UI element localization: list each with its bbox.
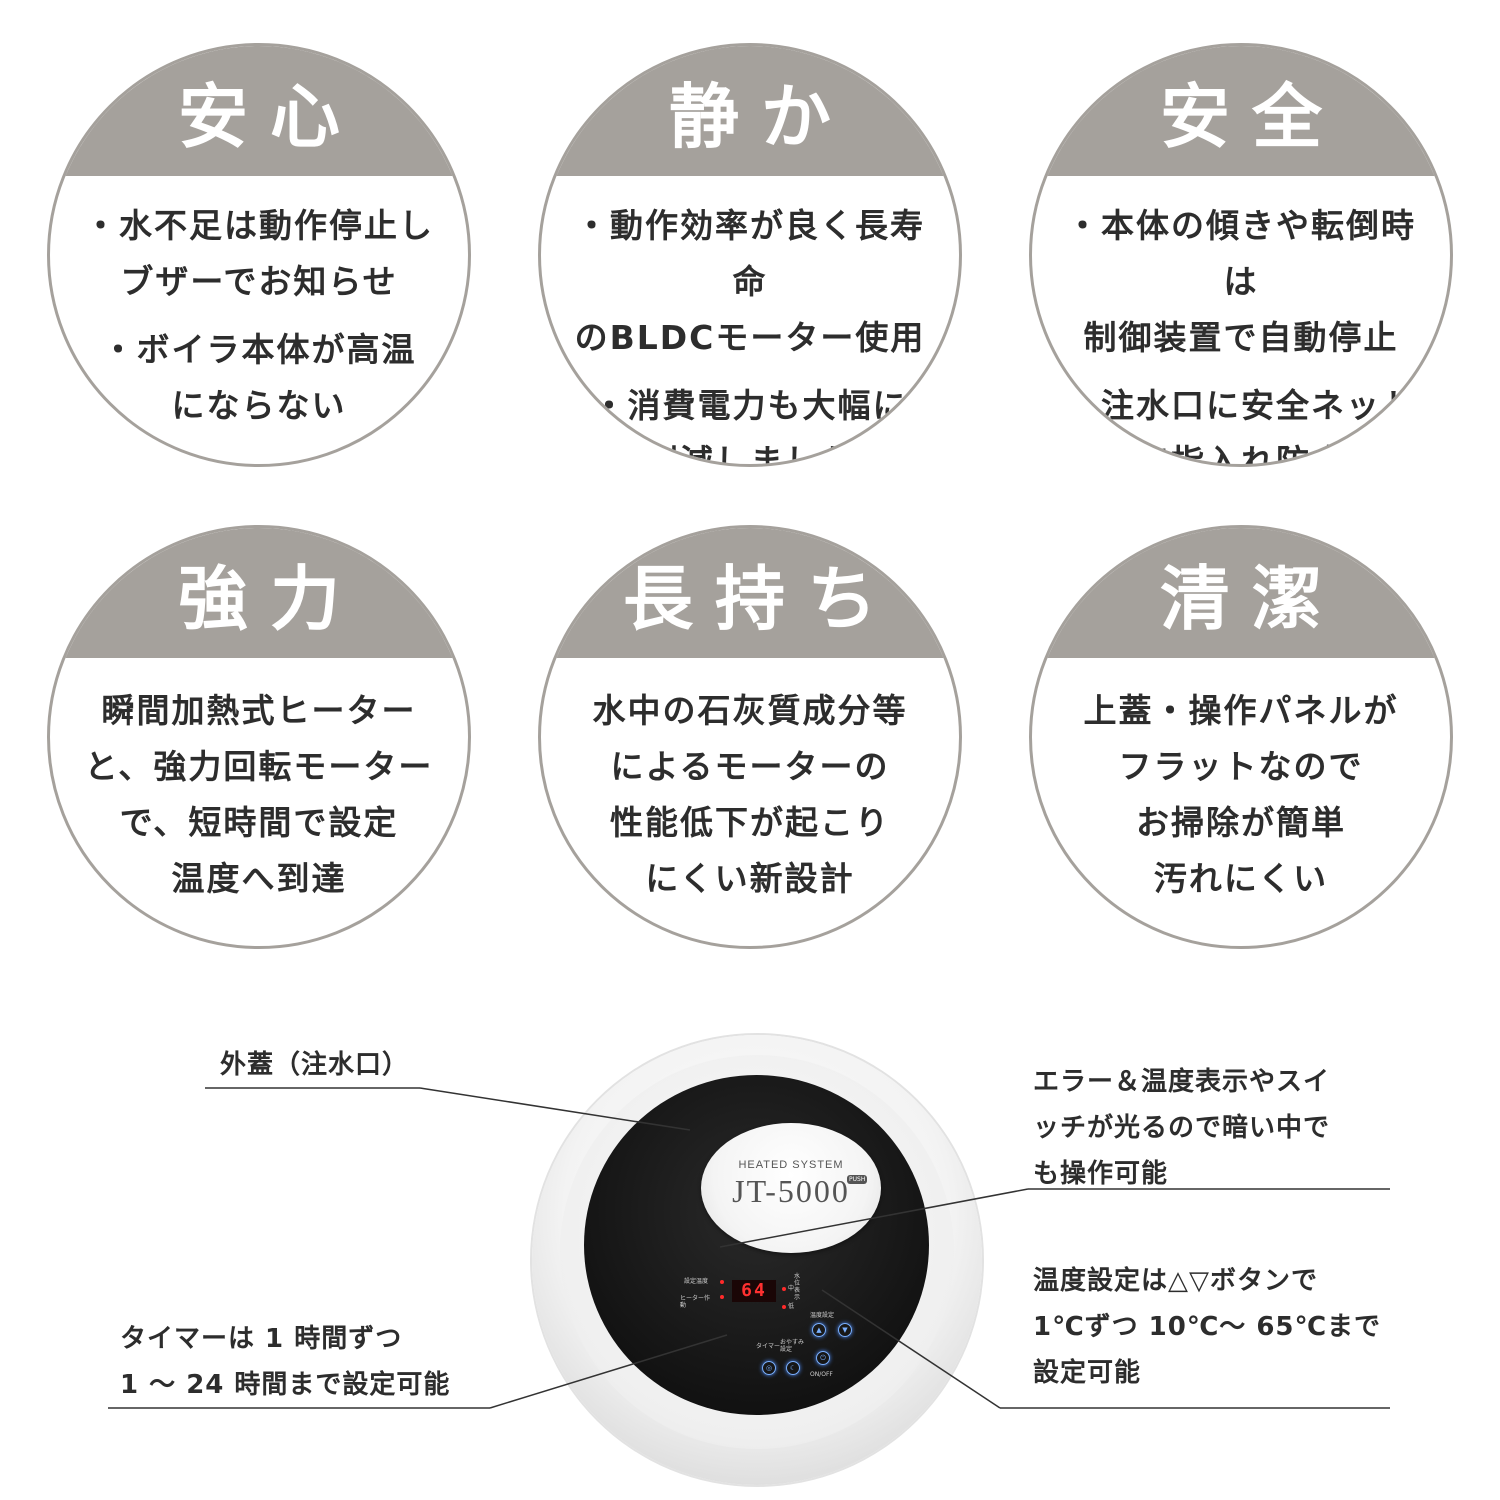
feature-line: で指入れ防止 [1136, 442, 1346, 467]
feature-title-bar: 安心 [50, 46, 468, 176]
feature-title-bar: 清潔 [1032, 528, 1450, 658]
feature-title: 安心 [178, 75, 362, 158]
feature-title: 静か [669, 75, 853, 158]
feature-title-bar: 長持ち [541, 528, 959, 658]
feature-line: で、短時間で設定 [119, 803, 399, 842]
callout-line: 1 ～ 24 時間まで設定可能 [120, 1370, 451, 1400]
feature-line: ・水不足は動作停止し [84, 206, 434, 245]
feature-circle-anzen: 安全 ・本体の傾きや転倒時は 制御装置で自動停止 ・注水口に安全ネット で指入れ… [1029, 43, 1453, 467]
sleep-button[interactable]: ☾ [786, 1361, 800, 1375]
callout-display: エラー＆温度表示やスイ ッチが光るので暗い中で も操作可能 [1033, 1059, 1330, 1197]
feature-line: にならない [171, 386, 347, 425]
feature-circle-kyouryoku: 強力 瞬間加熱式ヒーター と、強力回転モーター で、短時間で設定 温度へ到達 [47, 525, 471, 949]
callout-line: 温度設定は△▽ボタンで [1033, 1266, 1318, 1296]
callout-temp: 温度設定は△▽ボタンで 1℃ずつ 10℃～ 65℃まで 設定可能 [1033, 1258, 1381, 1396]
callout-line: エラー＆温度表示やスイ [1033, 1067, 1331, 1097]
control-panel: HEATED SYSTEM JT-5000 PUSH 設定温度 ヒーター作動 6… [584, 1075, 929, 1415]
feature-circle-nagamochi: 長持ち 水中の石灰質成分等 によるモーターの 性能低下が起こり にくい新設計 [538, 525, 962, 949]
feature-line: ・注水口に安全ネット [1066, 386, 1416, 425]
water-mid-label: 中 [788, 1285, 795, 1292]
timer-label: タイマー [756, 1343, 781, 1350]
callout-line: 外蓋（注水口） [220, 1050, 410, 1080]
set-temp-indicator [720, 1280, 724, 1284]
callout-line: も操作可能 [1033, 1159, 1169, 1189]
heater-label: ヒーター作動 [680, 1295, 711, 1309]
temp-down-button[interactable]: ▼ [838, 1323, 852, 1337]
feature-text: 瞬間加熱式ヒーター と、強力回転モーター で、短時間で設定 温度へ到達 [70, 683, 448, 907]
callout-timer: タイマーは 1 時間ずつ 1 ～ 24 時間まで設定可能 [120, 1316, 450, 1408]
water-low-label: 低 [788, 1303, 795, 1310]
feature-title-bar: 静か [541, 46, 959, 176]
callout-line: 1℃ずつ 10℃～ 65℃まで [1033, 1312, 1382, 1342]
product-image: HEATED SYSTEM JT-5000 PUSH 設定温度 ヒーター作動 6… [532, 1035, 982, 1485]
sleep-label: おやすみ設定 [780, 1339, 805, 1353]
callout-line: タイマーは 1 時間ずつ [120, 1324, 403, 1354]
feature-title: 強力 [178, 557, 362, 640]
feature-line: によるモーターの [610, 747, 890, 786]
feature-line: 削減しました [645, 442, 855, 467]
feature-line: 温度へ到達 [171, 859, 347, 898]
feature-line: ・本体の傾きや転倒時は [1066, 206, 1416, 301]
water-level-label: 水位表示 [794, 1273, 801, 1301]
temp-setting-label: 温度設定 [810, 1312, 835, 1319]
feature-text: 水中の石灰質成分等 によるモーターの 性能低下が起こり にくい新設計 [561, 683, 939, 907]
feature-line: 水中の石灰質成分等 [592, 691, 908, 730]
system-label: HEATED SYSTEM [738, 1159, 844, 1171]
feature-line: ブザーでお知らせ [120, 262, 398, 301]
feature-text: ・動作効率が良く長寿命 のBLDCモーター使用 ・消費電力も大幅に 削減しました [561, 198, 939, 467]
callout-line: ッチが光るので暗い中で [1033, 1113, 1331, 1143]
water-mid-indicator [782, 1287, 786, 1291]
feature-title: 清潔 [1160, 557, 1344, 640]
feature-line: ・動作効率が良く長寿命 [575, 206, 925, 301]
feature-line: 性能低下が起こり [610, 803, 890, 842]
outer-lid: HEATED SYSTEM JT-5000 PUSH [701, 1123, 881, 1253]
feature-line: 制御装置で自動停止 [1083, 318, 1399, 357]
feature-title-bar: 安全 [1032, 46, 1450, 176]
set-temp-label: 設定温度 [684, 1278, 709, 1285]
power-button[interactable]: ⏻ [816, 1351, 830, 1365]
feature-title: 安全 [1160, 75, 1344, 158]
feature-line: と、強力回転モーター [84, 747, 434, 786]
feature-line: ・ボイラ本体が高温 [101, 330, 417, 369]
feature-circle-shizuka: 静か ・動作効率が良く長寿命 のBLDCモーター使用 ・消費電力も大幅に 削減し… [538, 43, 962, 467]
push-label: PUSH [847, 1175, 868, 1184]
feature-circle-anshin: 安心 ・水不足は動作停止し ブザーでお知らせ ・ボイラ本体が高温 にならない [47, 43, 471, 467]
feature-text: 上蓋・操作パネルが フラットなので お掃除が簡単 汚れにくい [1052, 683, 1430, 907]
feature-line: 汚れにくい [1153, 859, 1329, 898]
timer-button[interactable]: ◎ [762, 1361, 776, 1375]
feature-line: ・消費電力も大幅に [592, 386, 908, 425]
feature-circle-seiketsu: 清潔 上蓋・操作パネルが フラットなので お掃除が簡単 汚れにくい [1029, 525, 1453, 949]
feature-title-bar: 強力 [50, 528, 468, 658]
water-low-indicator [782, 1305, 786, 1309]
temp-up-button[interactable]: ▲ [812, 1323, 826, 1337]
feature-line: 上蓋・操作パネルが [1083, 691, 1399, 730]
feature-line: のBLDCモーター使用 [574, 318, 926, 357]
onoff-label: ON/OFF [810, 1371, 833, 1378]
feature-title: 長持ち [623, 557, 899, 640]
feature-line: フラットなので [1118, 747, 1364, 786]
feature-line: にくい新設計 [645, 859, 855, 898]
callout-lid: 外蓋（注水口） [220, 1042, 409, 1088]
feature-text: ・水不足は動作停止し ブザーでお知らせ ・ボイラ本体が高温 にならない [70, 198, 448, 434]
callout-line: 設定可能 [1033, 1358, 1142, 1388]
feature-line: お掃除が簡単 [1136, 803, 1346, 842]
temperature-display: 64 [732, 1280, 776, 1302]
feature-text: ・本体の傾きや転倒時は 制御装置で自動停止 ・注水口に安全ネット で指入れ防止 [1052, 198, 1430, 467]
feature-line: 瞬間加熱式ヒーター [101, 691, 417, 730]
heater-indicator [720, 1295, 724, 1299]
